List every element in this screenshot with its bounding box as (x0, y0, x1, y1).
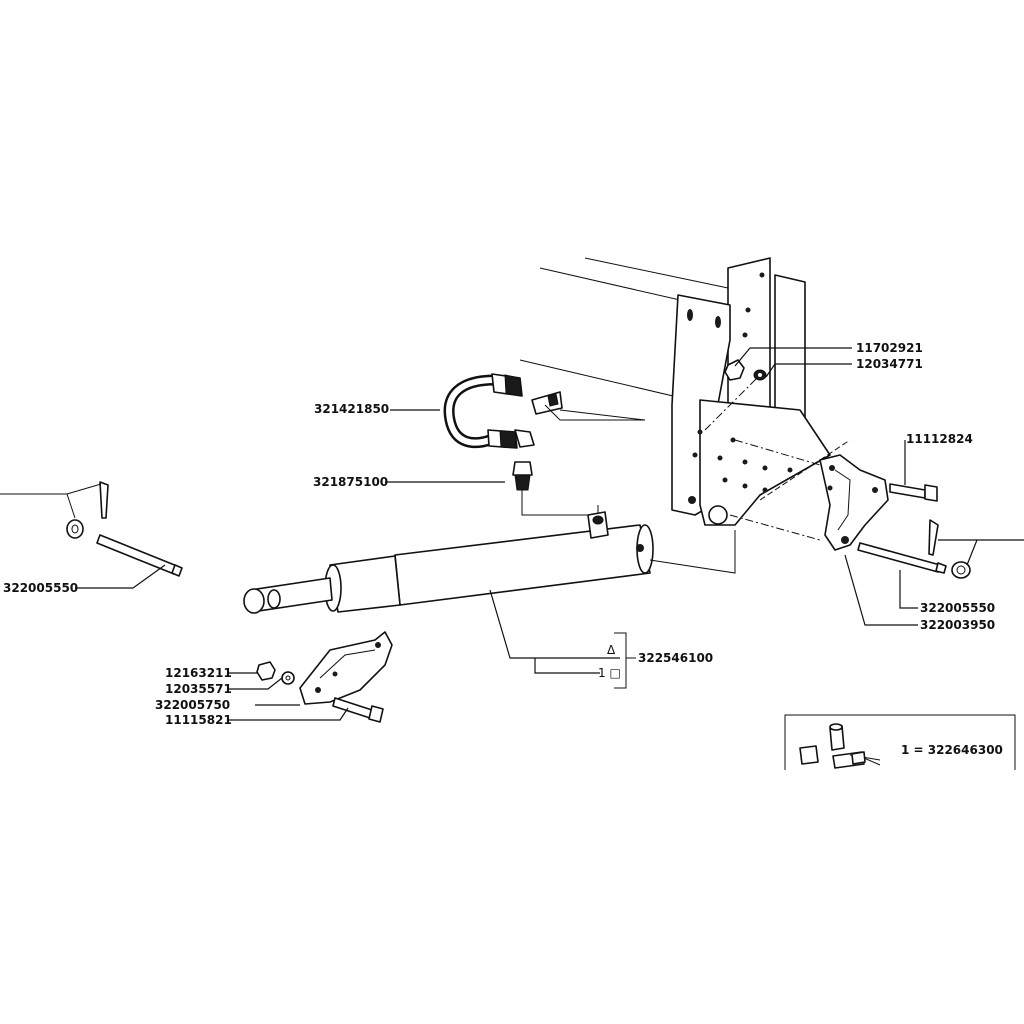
label-bracket-bottom: 322005750 (155, 698, 230, 712)
kit-inset: 1 = 322646300 (784, 714, 1016, 770)
right-bracket (819, 454, 889, 551)
left-pin (0, 481, 183, 577)
part-labels: 321421850 321875100 11702921 12034771 11… (3, 341, 995, 727)
label-washer-top: 12034771 (856, 357, 923, 371)
bottom-fasteners (256, 661, 384, 723)
label-bracket-right: 322003950 (920, 618, 995, 632)
label-cylinder: 322546100 (638, 651, 713, 665)
right-pin (857, 519, 971, 579)
hydraulic-cylinder (243, 511, 736, 614)
label-pin-left: 322005550 (3, 581, 78, 595)
label-nut-top: 11702921 (856, 341, 923, 355)
label-bolt-bottom: 11115821 (165, 713, 232, 727)
cylinder-triangle-symbol: Δ (607, 643, 616, 657)
top-nut-washer (724, 359, 767, 381)
label-pin-right: 322005550 (920, 601, 995, 615)
cylinder-square-symbol: 1 □ (598, 666, 621, 680)
inset-label: 1 = 322646300 (901, 743, 1003, 757)
label-hose: 321421850 (314, 402, 389, 416)
chassis-plates (671, 257, 851, 541)
right-bolt (889, 483, 938, 502)
label-nut-bottom: 12163211 (165, 666, 232, 680)
label-bolt-right: 11112824 (906, 432, 973, 446)
leader-lines (75, 347, 1024, 721)
fitting (512, 461, 599, 516)
bottom-bracket (299, 631, 393, 705)
label-washer-bottom: 12035571 (165, 682, 232, 696)
hydraulic-hose (443, 373, 645, 449)
frame-rails (519, 257, 729, 421)
label-fitting: 321875100 (313, 475, 388, 489)
